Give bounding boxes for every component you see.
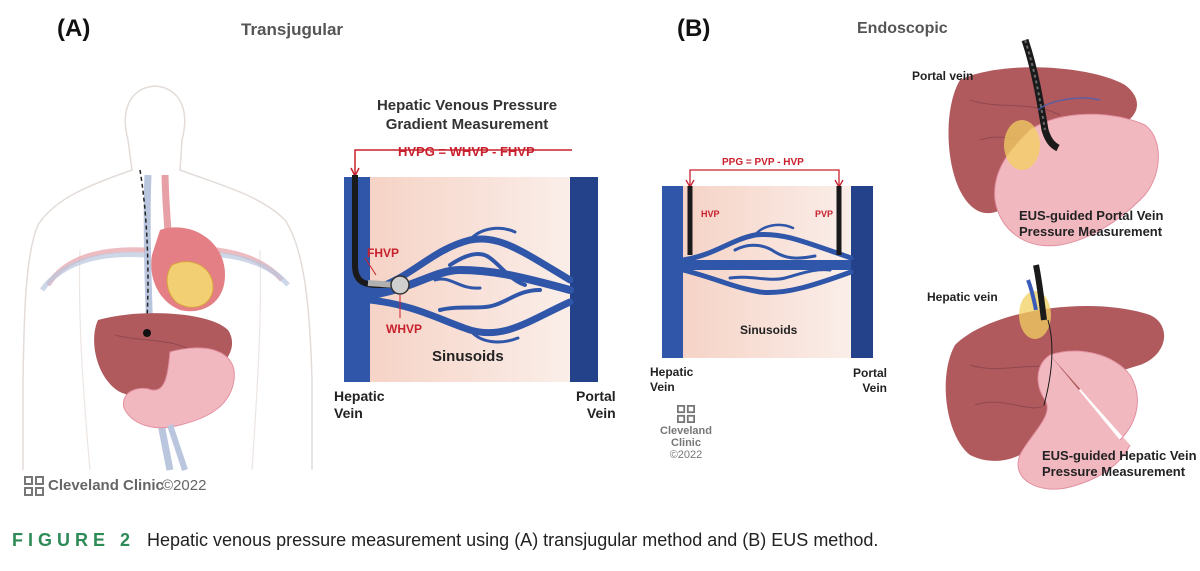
ppg-formula: PPG = PVP - HVP <box>722 157 804 168</box>
hvp-label: HVP <box>701 209 720 219</box>
hepatic-vein-callout: Hepatic vein <box>927 290 998 304</box>
ppg-diagram <box>662 169 873 358</box>
eus-hepatic-label: EUS-guided Hepatic Vein Pressure Measure… <box>1042 448 1197 479</box>
cleveland-clinic-logo-icon <box>24 476 44 496</box>
pvp-label: PVP <box>815 209 834 219</box>
hvpg-formula: HVPG = WHVP - FHVP <box>398 144 535 159</box>
eus-portal-illustration <box>948 38 1159 247</box>
panel-b-letter: (B) <box>677 15 711 42</box>
hvpg-diagram <box>344 149 598 382</box>
cleveland-clinic-logo-text: Cleveland Clinic <box>48 477 164 494</box>
figure-tag: FIGURE 2 <box>12 530 136 550</box>
portal-vein-label-b: Portal Vein <box>853 366 888 395</box>
hvpg-diagram-title: Hepatic Venous Pressure Gradient Measure… <box>376 97 558 133</box>
figure-caption: Hepatic venous pressure measurement usin… <box>147 530 879 550</box>
hepatic-vein-label-a: Hepatic Vein <box>334 388 385 421</box>
body-illustration <box>22 85 313 471</box>
whvp-label: WHVP <box>386 322 422 336</box>
fhvp-label: FHVP <box>367 246 400 260</box>
portal-vein-callout: Portal vein <box>912 69 974 83</box>
hepatic-vein-label-b: Hepatic Vein <box>650 365 694 394</box>
sinusoids-label-a: Sinusoids <box>432 348 504 365</box>
cleveland-clinic-logo-text-b: Cleveland Clinic ©2022 <box>660 425 712 461</box>
eus-portal-label: EUS-guided Portal Vein Pressure Measurem… <box>1019 208 1164 239</box>
panel-a-title: Transjugular <box>241 20 344 39</box>
panel-a-copyright: ©2022 <box>162 477 207 494</box>
cleveland-clinic-logo-icon-b <box>677 405 695 423</box>
portal-vein-label-a: Portal Vein <box>576 388 616 421</box>
panel-b-title: Endoscopic <box>857 20 948 37</box>
panel-a-letter: (A) <box>57 15 91 42</box>
sinusoids-label-b: Sinusoids <box>740 323 798 337</box>
eus-hepatic-illustration <box>945 264 1165 490</box>
